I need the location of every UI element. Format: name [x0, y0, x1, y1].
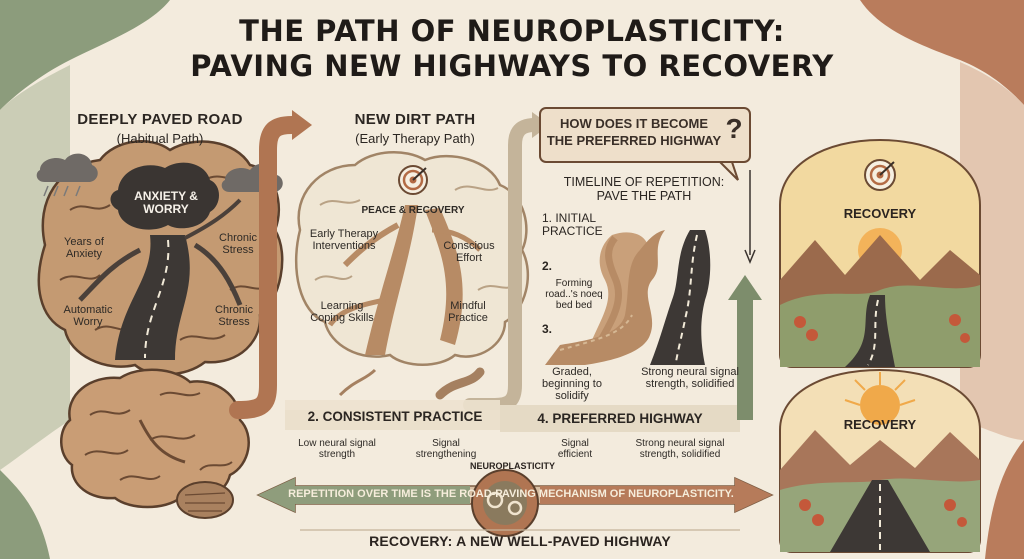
dirt-path-subheading: (Early Therapy Path)	[355, 131, 475, 146]
paved-road-subheading: (Habitual Path)	[116, 131, 204, 146]
timeline-step-2-number: 2.	[542, 259, 553, 273]
dirt-path-brain	[294, 150, 530, 400]
recovery-top-label: RECOVERY	[843, 206, 917, 221]
label-conscious-effort: Conscious Effort	[443, 240, 495, 265]
title-line-1: THE PATH OF NEUROPLASTICITY:	[239, 14, 785, 48]
question-mark: ?	[725, 113, 743, 144]
paved-road-brain	[36, 140, 284, 376]
timeline-caption-graded: Graded, beginning to solidify	[542, 366, 602, 403]
corner-blob-bottom-right	[985, 440, 1024, 559]
timeline-step-2-text: Forming road..'s noeq bed bed	[545, 278, 603, 311]
label-automatic-worry: Automatic Worry	[63, 304, 113, 329]
corner-blob-top-right	[860, 0, 1024, 105]
timeline-step-3-number: 3.	[542, 322, 553, 336]
neuroplasticity-badge-label: NEUROPLASTICITY	[470, 461, 556, 471]
label-coping-skills: Learning Coping Skills	[310, 300, 374, 325]
banner-text: REPETITION OVER TIME IS THE ROAD-PAVING …	[288, 488, 734, 500]
title-line-2: PAVING NEW HIGHWAYS TO RECOVERY	[190, 49, 834, 84]
recovery-landscape-bottom	[779, 368, 981, 553]
timeline-caption-solidified: Strong neural signal strength, solidifie…	[641, 366, 739, 391]
question-text: HOW DOES IT BECOME THE PREFERRED HIGHWAY	[546, 116, 722, 148]
question-box	[539, 107, 751, 181]
stage-bar	[285, 400, 740, 432]
page-title: THE PATH OF NEUROPLASTICITY: PAVING NEW …	[160, 14, 864, 85]
timeline-heading-2: PAVE THE PATH	[596, 189, 692, 203]
recovery-bottom-label: RECOVERY	[843, 417, 917, 432]
anxiety-worry-label: ANXIETY & WORRY	[134, 189, 198, 217]
recovery-landscape-top	[779, 138, 981, 368]
label-mindful-practice: Mindful Practice	[448, 300, 488, 325]
caption-signal-efficient: Signal efficient	[557, 438, 593, 460]
dirt-path-heading: NEW DIRT PATH	[354, 111, 476, 128]
label-years-of-anxiety: Years of Anxiety	[64, 236, 104, 261]
paved-road-heading: DEEPLY PAVED ROAD	[77, 111, 243, 128]
corner-blob-bottom-left	[0, 470, 50, 559]
peace-recovery-label: PEACE & RECOVERY	[361, 205, 465, 216]
stage-consistent-practice: 2. CONSISTENT PRACTICE	[307, 409, 483, 424]
stage-preferred-highway: 4. PREFERRED HIGHWAY	[537, 411, 703, 426]
label-chronic-stress-upper: Chronic Stress	[219, 232, 257, 257]
label-early-therapy: Early Therapy Interventions	[309, 228, 379, 253]
timeline-step-1: 1. INITIAL PRACTICE	[542, 211, 603, 239]
sage-up-arrow	[728, 275, 762, 420]
timeline-heading-1: TIMELINE OF REPETITION:	[563, 175, 725, 189]
caption-low-signal: Low neural signal strength	[298, 438, 376, 460]
rust-connector-arrow	[229, 110, 312, 419]
neuroplasticity-badge-art	[471, 469, 539, 537]
label-chronic-stress-lower: Chronic Stress	[215, 304, 253, 329]
corner-blob-top-left	[0, 0, 170, 110]
lower-brain-illustration	[60, 368, 250, 519]
caption-signal-strengthening: Signal strengthening	[415, 438, 477, 460]
timeline-roads	[545, 170, 756, 365]
caption-strong-signal: Strong neural signal strength, solidifie…	[635, 438, 725, 460]
footer-text: RECOVERY: A NEW WELL-PAVED HIGHWAY	[369, 533, 671, 549]
